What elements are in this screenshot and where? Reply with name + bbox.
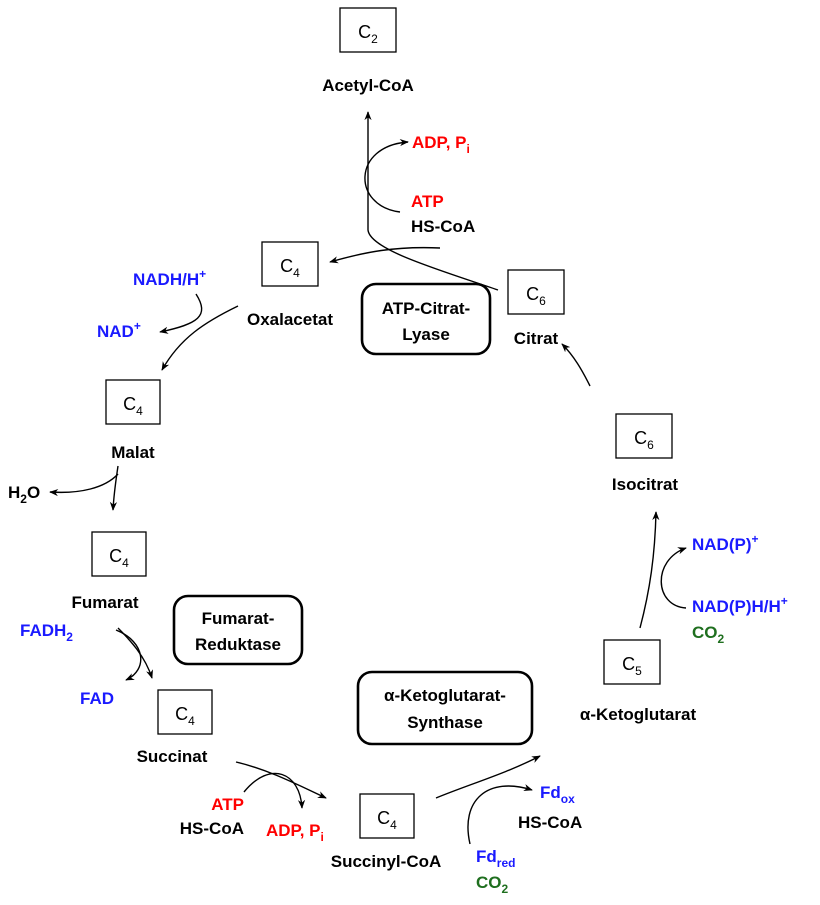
arrow-citrat-to-acetyl-coa xyxy=(364,111,499,291)
arrow-akg-to-isocitrat xyxy=(639,511,660,629)
cofactor-fadh2: FADH2 xyxy=(20,621,73,644)
svg-text:Synthase: Synthase xyxy=(407,713,483,732)
carbon-box-oxalacetat: C4 xyxy=(261,241,319,287)
cofactor-nadp: NAD(P)+ xyxy=(692,532,759,554)
svg-text:Fumarat-: Fumarat- xyxy=(202,609,275,628)
cofactor-akgs-co2: CO2 xyxy=(476,873,509,896)
svg-text:C4: C4 xyxy=(109,546,129,570)
arrow-citrat-to-oxalacetat xyxy=(329,246,441,264)
compound-malat: Malat xyxy=(111,443,155,462)
arrow-fr-cofactor xyxy=(115,629,142,681)
cofactor-acl-adp-pi: ADP, Pi xyxy=(412,133,470,156)
cofactor-scs-atp: ATP xyxy=(211,795,244,814)
svg-text:C4: C4 xyxy=(280,256,300,280)
arrow-scs-cofactor xyxy=(243,772,306,809)
compound-isocitrat: Isocitrat xyxy=(612,475,678,494)
svg-text:α-Ketoglutarat-: α-Ketoglutarat- xyxy=(384,686,506,705)
carbon-box-succinyl-coa: C4 xyxy=(359,793,415,839)
compound-fumarat: Fumarat xyxy=(71,593,138,612)
cofactor-akgs-hs-coa: HS-CoA xyxy=(518,813,582,832)
cofactor-scs-adp-pi: ADP, Pi xyxy=(266,821,324,844)
svg-text:Lyase: Lyase xyxy=(402,325,450,344)
arrow-malat-to-fumarat xyxy=(109,465,119,511)
compound-succinat: Succinat xyxy=(137,747,208,766)
compound-oxalacetat: Oxalacetat xyxy=(247,310,333,329)
svg-text:C6: C6 xyxy=(526,284,546,308)
carbon-box-succinat: C4 xyxy=(157,689,213,735)
cofactor-h2o: H2O xyxy=(8,483,40,506)
enzyme-fumarat-reduktase: Fumarat- Reduktase xyxy=(172,594,304,666)
arrow-acl-cofactor xyxy=(364,138,409,213)
compound-alpha-ketoglutarat: α-Ketoglutarat xyxy=(580,705,697,724)
arrow-fumarat-to-succinat xyxy=(117,627,153,679)
svg-text:Reduktase: Reduktase xyxy=(195,635,281,654)
arrow-akgs-cofactor xyxy=(467,784,533,845)
svg-text:C2: C2 xyxy=(358,22,378,46)
arrow-isocitrat-to-citrat xyxy=(561,343,591,387)
arrow-succinyl-coa-to-akg xyxy=(435,755,541,799)
svg-text:C4: C4 xyxy=(377,808,397,832)
cofactor-nadph: NAD(P)H/H+ xyxy=(692,594,788,616)
cofactor-fd-ox: Fdox xyxy=(540,783,575,806)
compound-acetyl-coa: Acetyl-CoA xyxy=(322,76,414,95)
arrow-idh-cofactor xyxy=(660,547,687,609)
svg-text:C6: C6 xyxy=(634,428,654,452)
svg-text:C5: C5 xyxy=(622,654,642,678)
cofactor-scs-hs-coa: HS-CoA xyxy=(180,819,244,838)
carbon-box-isocitrat: C6 xyxy=(615,413,673,459)
arrow-fumarase-h2o xyxy=(49,473,119,497)
arrow-mdh-cofactor xyxy=(159,293,203,334)
svg-text:C4: C4 xyxy=(123,394,143,418)
cofactor-idh-co2: CO2 xyxy=(692,623,725,646)
cofactor-fd-red: Fdred xyxy=(476,847,515,870)
compound-citrat: Citrat xyxy=(514,329,559,348)
svg-text:C4: C4 xyxy=(175,704,195,728)
cofactor-mdh-nadh: NADH/H+ xyxy=(133,267,206,289)
cofactor-fad: FAD xyxy=(80,689,114,708)
compound-succinyl-coa: Succinyl-CoA xyxy=(331,852,442,871)
carbon-box-alpha-ketoglutarat: C5 xyxy=(603,639,661,685)
enzyme-alpha-ketoglutarat-synthase: α-Ketoglutarat- Synthase xyxy=(356,670,534,746)
arrow-succinat-to-succinyl-coa xyxy=(235,761,327,799)
enzyme-atp-citrat-lyase: ATP-Citrat- Lyase xyxy=(360,282,492,356)
carbon-box-citrat: C6 xyxy=(507,269,565,315)
cofactor-acl-atp: ATP xyxy=(411,192,444,211)
svg-text:ATP-Citrat-: ATP-Citrat- xyxy=(382,299,470,318)
carbon-box-fumarat: C4 xyxy=(91,531,147,577)
arrow-oxalacetat-to-malat xyxy=(161,305,239,371)
cofactor-acl-hs-coa: HS-CoA xyxy=(411,217,475,236)
carbon-box-malat: C4 xyxy=(105,379,161,425)
carbon-box-acetyl-coa: C2 xyxy=(339,7,397,53)
cofactor-mdh-nad: NAD+ xyxy=(97,319,141,341)
